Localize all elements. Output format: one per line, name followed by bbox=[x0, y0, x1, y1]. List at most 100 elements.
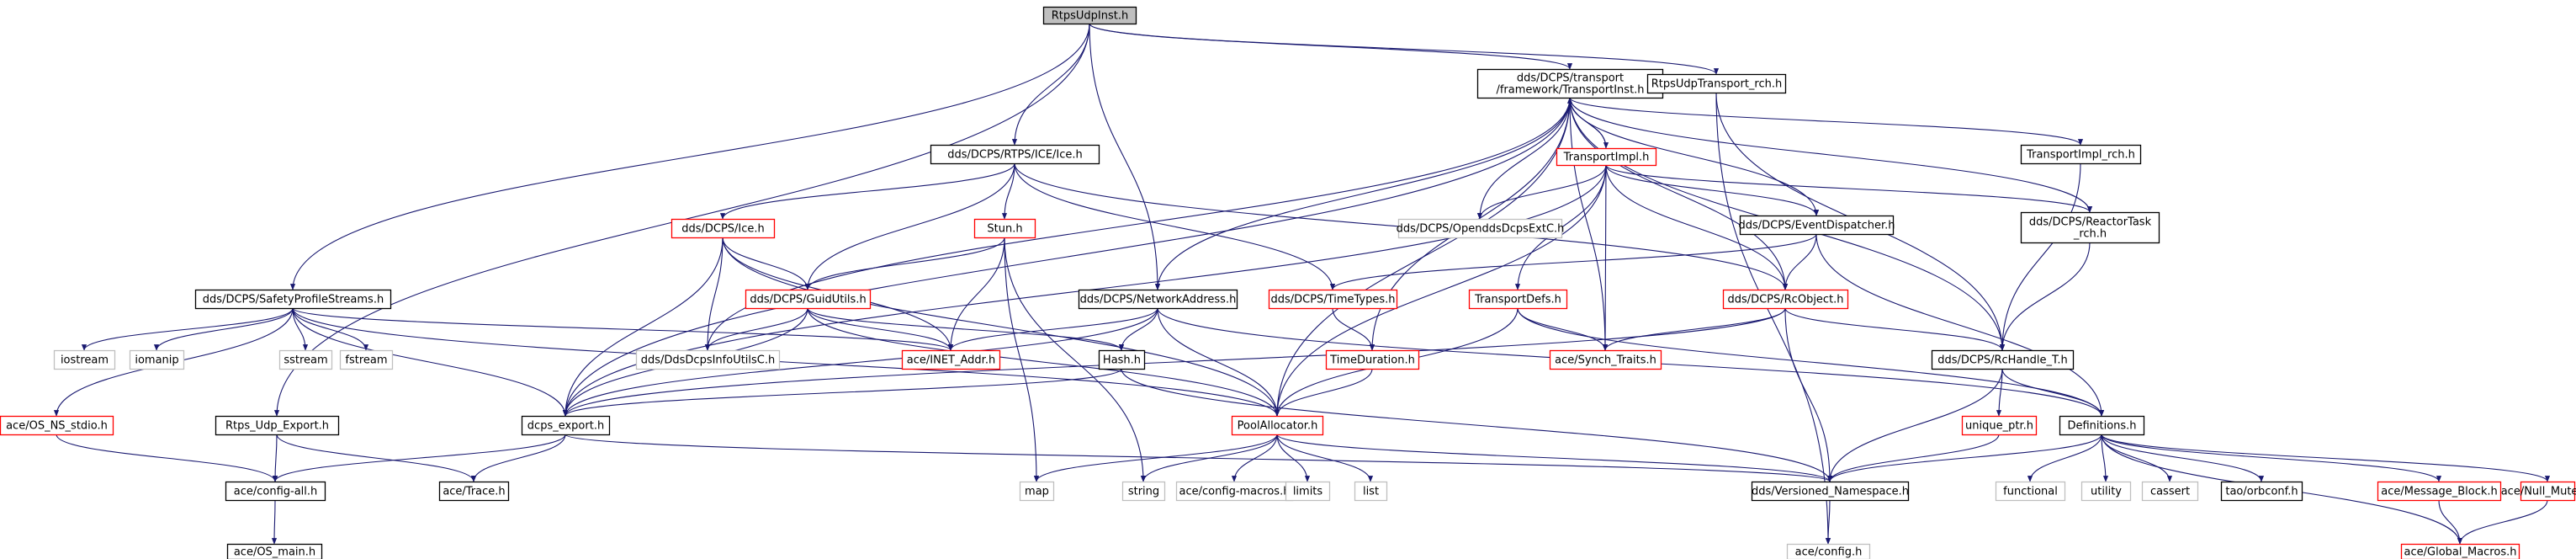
node-label: ace/Synch_Traits.h bbox=[1555, 354, 1656, 367]
node-label: Stun.h bbox=[987, 223, 1022, 236]
edge-guidutils-to-ddsdcpsinfo bbox=[704, 307, 808, 351]
node-sstream[interactable]: sstream bbox=[278, 349, 333, 370]
node-rchandle[interactable]: dds/DCPS/RcHandle_T.h bbox=[1931, 349, 2075, 370]
node-functional[interactable]: functional bbox=[1995, 481, 2066, 502]
edge-transportimpl-to-eventdispatcher bbox=[1605, 164, 1820, 216]
node-reactortask[interactable]: dds/DCPS/ReactorTask_rch.h bbox=[2020, 211, 2160, 244]
node-box bbox=[1098, 349, 1146, 370]
node-synchtraits[interactable]: ace/Synch_Traits.h bbox=[1549, 349, 1662, 370]
edge-rcobject-to-versioned bbox=[1784, 307, 1833, 482]
node-nullmutex[interactable]: ace/Null_Mutex.h bbox=[2501, 481, 2576, 502]
node-box bbox=[1646, 73, 1787, 94]
node-box bbox=[53, 349, 116, 370]
node-ddsdcpsinfo[interactable]: dds/DdsDcpsInfoUtilsC.h bbox=[635, 349, 781, 370]
node-box bbox=[2377, 481, 2502, 502]
edge-rtpsudptransport_rch-to-aceconfig bbox=[1715, 92, 1831, 545]
node-iomanip[interactable]: iomanip bbox=[129, 349, 185, 370]
edge-rchandle-to-definitions bbox=[2001, 368, 2105, 417]
node-timetypes[interactable]: dds/DCPS/TimeTypes.h bbox=[1268, 289, 1398, 310]
node-osnsstdio[interactable]: ace/OS_NS_stdio.h bbox=[0, 415, 114, 436]
node-fstream[interactable]: fstream bbox=[339, 349, 394, 370]
node-orbconf[interactable]: tao/orbconf.h bbox=[2220, 481, 2303, 502]
node-rtpsudpexport[interactable]: Rtps_Udp_Export.h bbox=[215, 415, 340, 436]
node-label: PoolAllocator.h bbox=[1238, 420, 1318, 433]
node-label: Definitions.h bbox=[2067, 420, 2136, 433]
edge-configall-to-osmain bbox=[271, 499, 278, 545]
node-rcobject[interactable]: dds/DCPS/RcObject.h bbox=[1722, 289, 1849, 310]
node-label: ace/config.h bbox=[1795, 546, 1863, 559]
node-label: list bbox=[1363, 486, 1379, 498]
node-box bbox=[521, 415, 611, 436]
node-poolallocator[interactable]: PoolAllocator.h bbox=[1231, 415, 1324, 436]
node-dcpsice[interactable]: dds/DCPS/Ice.h bbox=[671, 218, 776, 239]
node-box bbox=[1042, 6, 1137, 25]
edge-transportimpl-to-synchtraits bbox=[1602, 164, 1609, 351]
node-configmacros[interactable]: ace/config-macros.h bbox=[1175, 481, 1294, 502]
edge-networkaddress-to-poolallocator bbox=[1157, 307, 1280, 417]
edge-safety-to-fstream bbox=[292, 307, 369, 351]
node-hash[interactable]: Hash.h bbox=[1098, 349, 1146, 370]
node-aceconfig[interactable]: ace/config.h bbox=[1786, 543, 1871, 559]
node-globalmacros[interactable]: ace/Global_Macros.h bbox=[2400, 543, 2520, 559]
node-box bbox=[339, 349, 394, 370]
node-box bbox=[1468, 289, 1568, 310]
node-label: dds/Versioned_Namespace.h bbox=[1752, 486, 1909, 498]
edge-poolallocator-to-limits bbox=[1276, 434, 1311, 482]
node-versioned[interactable]: dds/Versioned_Namespace.h bbox=[1751, 481, 1910, 502]
node-transportimpl[interactable]: TransportImpl.h bbox=[1556, 147, 1657, 167]
edge-stun-to-inetaddr bbox=[947, 237, 1005, 351]
edge-definitions-to-nullmutex bbox=[2101, 434, 2550, 482]
node-iostream[interactable]: iostream bbox=[53, 349, 116, 370]
node-dcpsexport[interactable]: dcps_export.h bbox=[521, 415, 611, 436]
node-box bbox=[1354, 481, 1388, 502]
node-string[interactable]: string bbox=[1121, 481, 1166, 502]
edge-dcpsexport-to-trace bbox=[470, 434, 566, 482]
node-networkaddress[interactable]: dds/DCPS/NetworkAddress.h bbox=[1078, 289, 1238, 310]
node-box bbox=[2020, 211, 2160, 244]
node-opendds[interactable]: dds/DCPS/OpenddsDcpsExtC.h bbox=[1397, 218, 1565, 239]
node-limits[interactable]: limits bbox=[1285, 481, 1331, 502]
node-label: ace/config-all.h bbox=[234, 486, 318, 498]
node-label: ace/Message_Block.h bbox=[2381, 486, 2498, 498]
node-box bbox=[278, 349, 333, 370]
edge-guidutils-to-hash bbox=[807, 307, 1124, 351]
node-guidutils[interactable]: dds/DCPS/GuidUtils.h bbox=[745, 289, 872, 310]
node-configall[interactable]: ace/config-all.h bbox=[225, 481, 326, 502]
node-messageblock[interactable]: ace/Message_Block.h bbox=[2377, 481, 2502, 502]
node-osmain[interactable]: ace/OS_main.h bbox=[226, 543, 323, 559]
edge-safety-to-inetaddr bbox=[292, 307, 953, 351]
node-trace[interactable]: ace/Trace.h bbox=[438, 481, 510, 502]
edge-dcpsice-to-poolallocator bbox=[722, 237, 1280, 417]
node-box bbox=[2520, 481, 2576, 502]
node-label: cassert bbox=[2150, 486, 2190, 498]
edge-root-to-ice bbox=[1011, 23, 1090, 146]
node-layer: RtpsUdpInst.h dds/DCPS/transport/framewor… bbox=[0, 6, 2576, 559]
node-transportinst[interactable]: dds/DCPS/transport/framework/TransportIn… bbox=[1476, 68, 1664, 99]
node-utility[interactable]: utility bbox=[2080, 481, 2132, 502]
edge-ice-to-stun bbox=[1001, 162, 1015, 220]
node-timeduration[interactable]: TimeDuration.h bbox=[1325, 349, 1420, 370]
node-box bbox=[225, 481, 326, 502]
edge-stun-to-string bbox=[1004, 237, 1147, 482]
node-box bbox=[438, 481, 510, 502]
node-safety[interactable]: dds/DCPS/SafetyProfileStreams.h bbox=[194, 289, 392, 310]
node-uniqueptr[interactable]: unique_ptr.h bbox=[1961, 415, 2038, 436]
node-ice[interactable]: dds/DCPS/RTPS/ICE/Ice.h bbox=[930, 144, 1100, 165]
edge-safety-to-sstream bbox=[292, 307, 309, 351]
edge-root-to-safety bbox=[289, 23, 1090, 290]
node-list[interactable]: list bbox=[1354, 481, 1388, 502]
node-definitions[interactable]: Definitions.h bbox=[2059, 415, 2145, 436]
node-label: dds/DCPS/Ice.h bbox=[681, 223, 765, 236]
node-eventdispatcher[interactable]: dds/DCPS/EventDispatcher.h bbox=[1738, 215, 1895, 236]
node-transportimpl_rch[interactable]: TransportImpl_rch.h bbox=[2020, 144, 2142, 165]
node-label: RtpsUdpTransport_rch.h bbox=[1651, 78, 1783, 91]
node-cassert[interactable]: cassert bbox=[2141, 481, 2199, 502]
node-stun[interactable]: Stun.h bbox=[973, 218, 1036, 239]
node-root[interactable]: RtpsUdpInst.h bbox=[1042, 6, 1137, 25]
node-inetaddr[interactable]: ace/INET_Addr.h bbox=[901, 349, 1001, 370]
node-transportdefs[interactable]: TransportDefs.h bbox=[1468, 289, 1568, 310]
node-box bbox=[930, 144, 1100, 165]
node-map[interactable]: map bbox=[1019, 481, 1055, 502]
node-rtpsudptransport_rch[interactable]: RtpsUdpTransport_rch.h bbox=[1646, 73, 1787, 94]
